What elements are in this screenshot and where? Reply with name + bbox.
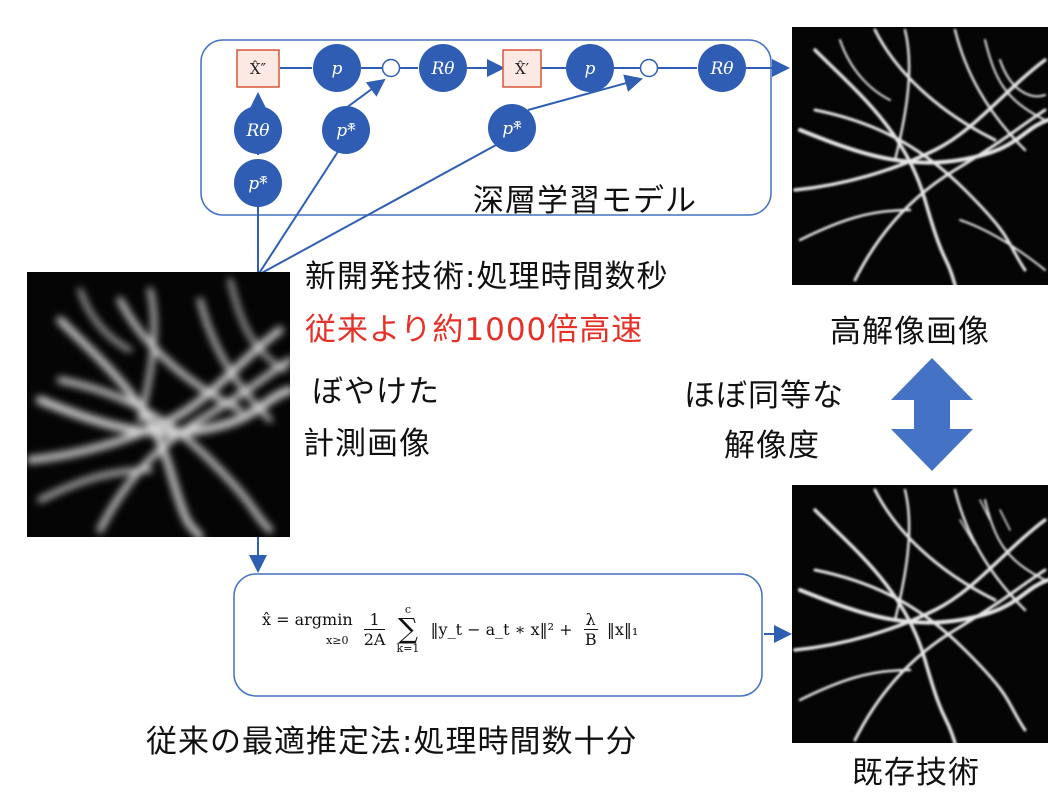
new-technique-caption: 新開発技術:処理時間数秒 [305,259,669,295]
edge-blur-to-pstar2 [257,138,508,276]
similar-resolution-line2: 解像度 [724,428,820,464]
edge-pstar2-to-sum2 [527,74,643,111]
edge-blur-to-pstar1 [257,149,340,276]
conventional-method-caption: 従来の最適推定法:処理時間数十分 [146,724,638,760]
p-star-node-1-label: p*̄ [336,121,356,141]
r-theta-node-0-label: Rθ [245,121,269,141]
similar-resolution-line1: ほぼ同等な [684,378,844,414]
edge-pstar1-to-sum1 [345,78,386,109]
p-node-2-label: p [585,59,596,79]
p-node-1-label: p [332,59,343,79]
optimization-formula: x̂ = argmin x≥0 1 2A c ∑ k=1 ‖y_t − a_t … [262,603,638,655]
sum-node-1 [381,58,401,78]
existing-technique-image [792,485,1048,743]
x-prime-label: X̂′ [515,60,530,78]
p-node-2: p [566,44,614,92]
formula-sum-icon: ∑ [397,612,418,645]
high-resolution-image [792,27,1048,285]
p-star-node-0: p*̄ [234,159,282,207]
blurred-caption-line1: ぼやけた [312,374,440,410]
r-theta-node-1: Rθ [419,44,467,92]
formula-sum-top: c [404,603,412,616]
high-resolution-caption: 高解像画像 [830,314,990,350]
p-star-node-2-label: p*̄ [502,119,522,139]
formula-frac-num: 1 [363,610,386,630]
formula-frac-den: 2A [363,629,386,649]
x-prime-box [502,49,542,88]
p-star-node-1: p*̄ [322,106,370,154]
formula-argmin-sub: x≥0 [326,634,349,647]
double-arrow-icon [891,358,973,471]
p-star-node-2: p*̄ [488,104,536,152]
model-connectors [249,59,792,643]
formula-l1: ‖x‖₁ [606,619,639,639]
formula-lambda-num: λ [583,609,598,630]
deep-learning-model-panel [200,39,772,216]
conventional-method-panel [233,573,763,697]
r-theta-node-2: Rθ [698,44,746,92]
p-star-node-0-label: p*̄ [248,174,268,194]
existing-technique-caption: 既存技術 [852,755,980,791]
r-theta-node-2-label: Rθ [709,59,733,79]
speedup-caption: 従来より約1000倍高速 [305,312,644,348]
blurred-caption-line2: 計測画像 [303,426,431,462]
r-theta-node-1-label: Rθ [430,59,454,79]
sum-node-2 [639,58,659,78]
deep-learning-model-label: 深層学習モデル [473,183,697,219]
formula-term: ‖y_t − a_t ∗ x‖² + [430,619,573,639]
p-node-1: p [313,44,361,92]
formula-lambda-den: B [584,629,597,649]
r-theta-node-0: Rθ [234,106,282,154]
formula-sum-bottom: k=1 [396,642,420,655]
x-double-prime-label: X̂″ [250,60,267,78]
x-double-prime-box [236,49,280,88]
blurred-measurement-image [27,272,290,537]
formula-lhs: x̂ = argmin [262,610,353,629]
